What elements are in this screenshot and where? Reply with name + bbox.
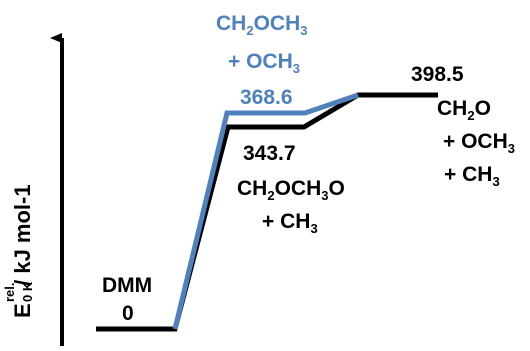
black-reaction-path xyxy=(96,92,438,332)
product-species-line1: CH2O xyxy=(437,97,491,123)
reactant-energy: 0 xyxy=(122,302,134,325)
black-energy: 343.7 xyxy=(243,142,296,165)
black-species-line2: + CH3 xyxy=(262,210,318,236)
product-species-line2: + OCH3 xyxy=(443,130,515,156)
product-energy: 398.5 xyxy=(411,63,464,86)
reactant-name: DMM xyxy=(102,274,153,297)
blue-species-line1: CH2OCH3 xyxy=(216,12,308,38)
product-species-line3: + CH3 xyxy=(444,163,500,189)
blue-species-line2: + OCH3 xyxy=(228,50,300,76)
black-species-line1: CH2OCH3O xyxy=(237,177,345,203)
blue-energy: 368.6 xyxy=(240,86,293,109)
blue-reaction-path xyxy=(172,92,359,330)
